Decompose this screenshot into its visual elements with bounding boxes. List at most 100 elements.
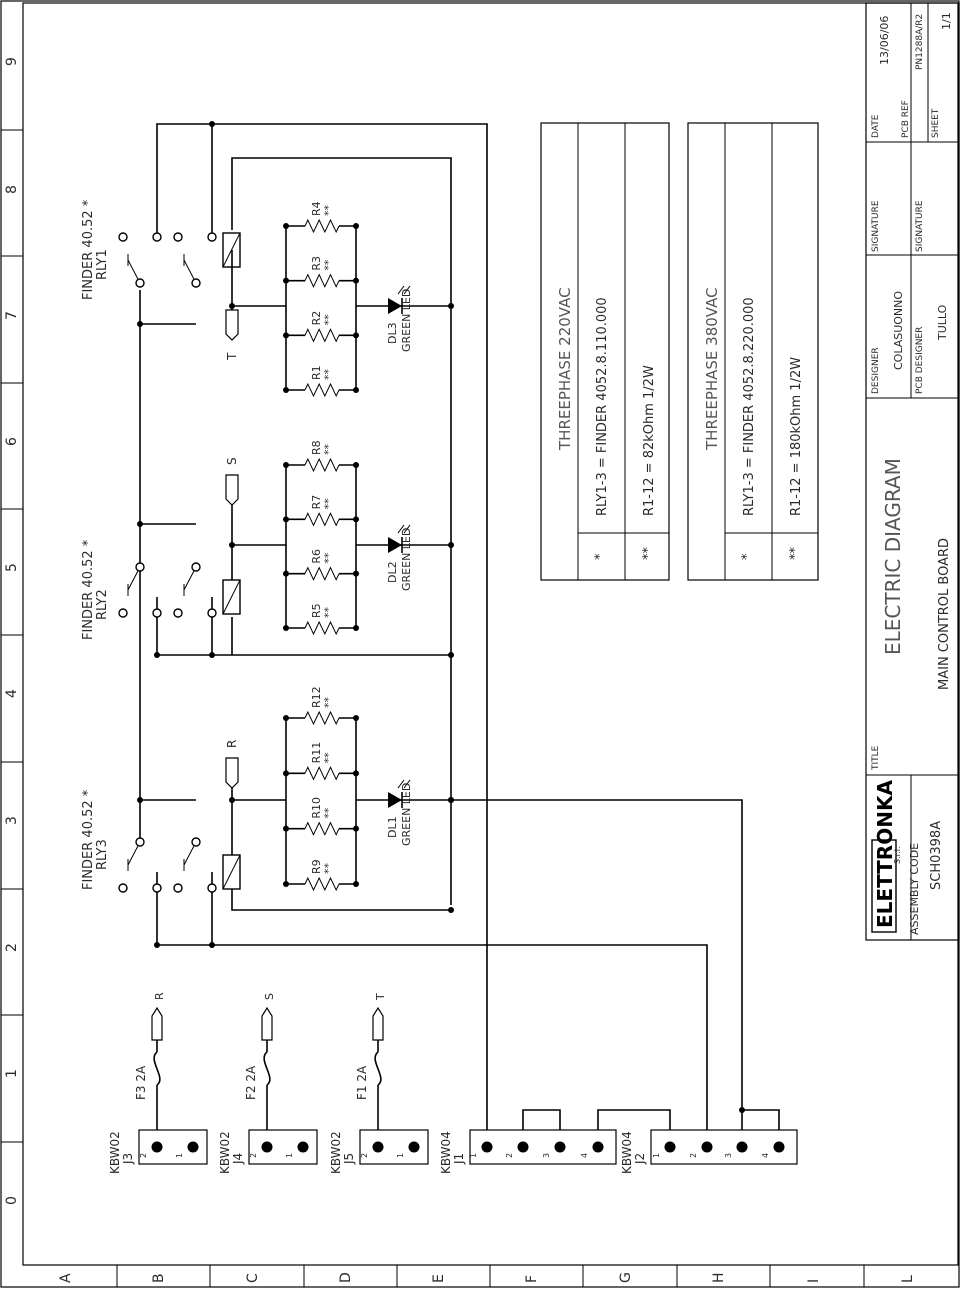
resistor-ref: R3: [310, 256, 323, 271]
relay-pin: [118, 232, 128, 242]
table-220-mark1: *: [593, 553, 608, 560]
resistor-mark: **: [322, 863, 335, 875]
resistor-mark: **: [322, 807, 335, 819]
junction-dot: [283, 387, 289, 393]
pcb-ref-label: PCB REF: [901, 100, 911, 138]
table-380-row1: RLY1-3 = FINDER 4052.8.220.000: [742, 297, 757, 516]
fuse-icon: [263, 1051, 271, 1086]
connector-pin-label: 2: [505, 1153, 514, 1158]
led-ref: DL2: [386, 561, 399, 583]
relay-pin: [152, 232, 162, 242]
led-ref: DL3: [386, 322, 399, 344]
row-label: A: [58, 1273, 74, 1283]
phase-label: R: [225, 740, 239, 748]
junction-dot: [353, 223, 359, 229]
relay-pin: [135, 837, 145, 847]
pcb-designer-name: TULLO: [936, 304, 949, 341]
resistor-ref: R12: [310, 686, 323, 708]
col-label: 3: [4, 816, 20, 825]
connector-type: KBW04: [620, 1131, 634, 1174]
relay-ref: RLY1: [95, 249, 110, 280]
resistor: R6**: [304, 549, 340, 581]
junction-dot: [353, 277, 359, 284]
fuse-icon: [374, 1051, 382, 1086]
connector-pin-label: 2: [689, 1153, 698, 1158]
connector-pin-label: 1: [652, 1153, 661, 1158]
col-label: 7: [4, 311, 20, 320]
pcb-designer-label: PCB DESIGNER: [915, 327, 925, 394]
connector-pin-label: 1: [175, 1153, 184, 1158]
resistor: R5**: [304, 603, 340, 636]
relay-pin: [191, 562, 201, 572]
junction-dot: [137, 797, 143, 803]
junction-dot: [209, 121, 215, 127]
table-220-row1: RLY1-3 = FINDER 4052.8.110.000: [595, 297, 610, 516]
row-label: F: [524, 1275, 540, 1283]
row-label: D: [338, 1272, 354, 1283]
led-desc: GREEN LED: [400, 783, 413, 846]
resistor: R2**: [304, 311, 340, 343]
phase-tap: [225, 309, 239, 341]
designer-name: COLASUONNO: [892, 291, 905, 370]
relay-pin: [207, 883, 217, 893]
connector-pin-label: 1: [469, 1153, 478, 1158]
relay-pin: [135, 278, 145, 288]
connector-pin: [554, 1141, 566, 1153]
relay-part: FINDER 40.52 *: [81, 789, 96, 890]
fuse-label: F2 2A: [244, 1065, 258, 1100]
resistor-ref: R4: [310, 201, 323, 216]
resistor: R1**: [304, 365, 340, 398]
connector-pin: [481, 1141, 493, 1153]
relay-3: FINDER 40.52 *RLY3: [81, 789, 241, 890]
col-label: 1: [4, 1069, 20, 1078]
table-220-row2: R1-12 = 82kOhm 1/2W: [642, 365, 657, 516]
assembly-code-label: ASSEMBLY CODE: [908, 843, 921, 935]
connector-ref: J1: [452, 1153, 466, 1165]
led-icon: [388, 537, 402, 553]
junction-dot: [137, 521, 143, 527]
fuse-label: F3 2A: [134, 1065, 148, 1100]
resistor-mark: **: [322, 314, 335, 326]
resistor-mark: **: [322, 607, 335, 619]
resistor-ref: R8: [310, 440, 323, 455]
table-380-mark1: *: [740, 553, 755, 560]
resistor-mark: **: [322, 444, 335, 456]
phase-tap: [225, 757, 239, 789]
resistor: R3**: [304, 256, 340, 288]
resistor: R7**: [304, 495, 340, 527]
relay-pin: [173, 232, 183, 242]
row-label: B: [151, 1273, 167, 1283]
junction-dot: [353, 825, 359, 832]
junction-dot: [283, 516, 289, 523]
resistor-ref: R2: [310, 311, 323, 326]
row-label: G: [618, 1272, 634, 1283]
table-220-heading: THREEPHASE 220VAC: [556, 287, 574, 451]
resistor-ref: R11: [310, 742, 323, 764]
resistor-ref: R9: [310, 859, 323, 874]
resistor: R9**: [304, 859, 340, 892]
led-icon: [388, 792, 402, 808]
pcb-ref-value: PN1288A/R2: [915, 14, 925, 70]
title-label: TITLE: [871, 745, 881, 771]
relay-ref: RLY3: [95, 839, 110, 870]
resistor-ref: R10: [310, 797, 323, 819]
diagram-title: ELECTRIC DIAGRAM: [881, 458, 905, 655]
relay-pin: [207, 608, 217, 618]
relay-pin: [173, 883, 183, 893]
svg-text:S.r.l.: S.r.l.: [893, 847, 902, 864]
connector-pin: [773, 1141, 785, 1153]
connector-pin: [408, 1141, 420, 1153]
junction-dot: [353, 625, 359, 631]
col-label: 8: [4, 185, 20, 194]
sheet-value: 1/1: [940, 12, 953, 30]
resistor-ref: R6: [310, 549, 323, 564]
signature-label: SIGNATURE: [871, 200, 881, 252]
row-label: I: [806, 1279, 822, 1283]
col-label: 4: [4, 689, 20, 698]
resistor: R11**: [304, 742, 340, 781]
connector-type: KBW02: [108, 1131, 122, 1174]
date-value: 13/06/06: [878, 16, 891, 65]
resistor-mark: **: [322, 369, 335, 381]
